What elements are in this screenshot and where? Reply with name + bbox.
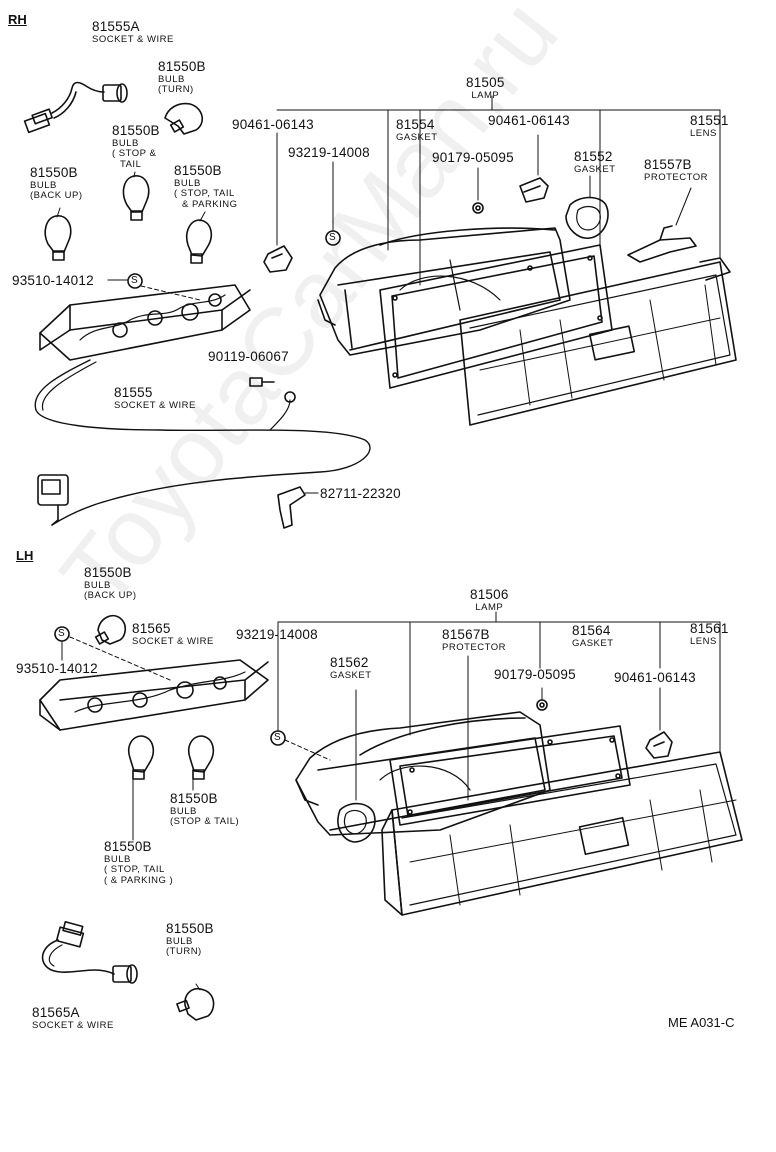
- rh-lens-81551-drawing: [459, 257, 737, 426]
- rh-label-93219: 93219-14008: [288, 145, 370, 160]
- rh-lamp-housing-drawing: [317, 227, 571, 356]
- section-lh-heading: LH: [16, 548, 34, 563]
- rh-label-90119: 90119-06067: [208, 349, 289, 364]
- lh-gasket-81562-drawing: [337, 802, 376, 843]
- rh-label-81550B-turn: 81550B BULB (TURN): [158, 59, 206, 95]
- lh-label-81550B-backup: 81550B BULB (BACK UP): [84, 565, 137, 601]
- lh-turn-bulb-drawing: [176, 988, 215, 1021]
- lh-gasket-81564-drawing: [389, 725, 631, 826]
- rh-stop-tail-bulb-drawing: [122, 175, 150, 221]
- rh-protector-81557B-drawing: [627, 225, 697, 263]
- rh-clip-82711-drawing: [277, 486, 306, 529]
- rh-socket-wire-81555A-drawing: [23, 81, 128, 134]
- rh-clip-90461-left-drawing: [263, 245, 293, 273]
- rh-stp-bulb-drawing: [185, 219, 213, 264]
- lh-label-81550B-turn: 81550B BULB (TURN): [166, 921, 214, 957]
- lh-lens-81561-drawing: [381, 751, 743, 916]
- rh-socket-housing-81555-drawing: [34, 284, 371, 526]
- rh-label-93510: 93510-14012: [12, 273, 94, 288]
- lh-label-81550B-stop-tail-parking: 81550B BULB ( STOP, TAIL ( & PARKING ): [104, 839, 174, 886]
- rh-gasket-81552-drawing: [565, 196, 609, 239]
- rh-nut-90179-drawing: [472, 202, 484, 214]
- rh-label-90179: 90179-05095: [432, 150, 514, 165]
- rh-clip-90461-right-drawing: [519, 177, 549, 203]
- rh-label-81550B-stop-tail-parking: 81550B BULB ( STOP, TAIL & PARKING: [174, 163, 238, 210]
- section-rh-heading: RH: [8, 12, 27, 27]
- lh-label-90461: 90461-06143: [614, 670, 696, 685]
- lh-screw-symbol-2: [270, 730, 286, 746]
- lh-socket-wire-81565A-drawing: [41, 921, 138, 984]
- rh-label-82711: 82711-22320: [320, 486, 401, 501]
- figure-code: ME A031-C: [668, 1015, 735, 1030]
- lh-left-bulb-drawing: [127, 735, 155, 780]
- lh-clip-90461-drawing: [645, 731, 673, 759]
- rh-label-90461-left: 90461-06143: [232, 117, 314, 132]
- lh-label-90179: 90179-05095: [494, 667, 576, 682]
- rh-backup-bulb-drawing: [44, 215, 72, 261]
- rh-screw-s-label-1: S: [131, 275, 138, 286]
- rh-label-81550B-stop-tail: 81550B BULB ( STOP & TAIL: [112, 123, 160, 170]
- lh-backup-bulb-drawing: [94, 614, 127, 645]
- lh-right-bulb-drawing: [187, 735, 215, 780]
- lh-screw-s-label-2: S: [274, 732, 281, 743]
- rh-screw-symbol-1: [127, 273, 143, 289]
- rh-turn-bulb-drawing: [164, 102, 203, 135]
- rh-screw-symbol-2: [325, 230, 341, 246]
- lh-label-81550B-stop-tail: 81550B BULB (STOP & TAIL): [170, 791, 240, 827]
- lh-screw-s-label-1: S: [58, 628, 65, 639]
- lh-socket-housing-81565-drawing: [39, 659, 269, 731]
- lh-lamp-housing-drawing: [295, 711, 551, 836]
- rh-label-90461-right: 90461-06143: [488, 113, 570, 128]
- lh-nut-90179-drawing: [536, 699, 548, 711]
- lh-label-93219: 93219-14008: [236, 627, 318, 642]
- rh-screw-s-label-2: S: [329, 232, 336, 243]
- rh-label-81550B-backup: 81550B BULB (BACK UP): [30, 165, 83, 201]
- lh-label-93510: 93510-14012: [16, 661, 98, 676]
- rh-screw-90119-drawing: [249, 377, 275, 387]
